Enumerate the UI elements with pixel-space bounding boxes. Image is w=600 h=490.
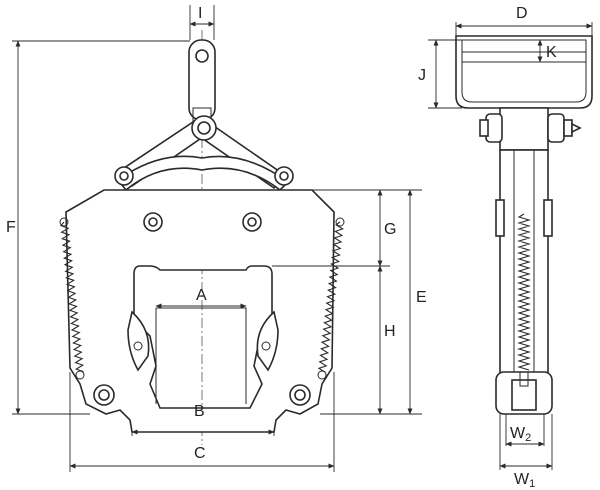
label-E: E: [416, 289, 427, 306]
springs: [59, 221, 344, 373]
bolt-tip: [571, 122, 582, 134]
side-tab-right: [543, 199, 553, 237]
nut-right: [547, 113, 565, 143]
spring-anchor-left-top: [59, 217, 69, 227]
side-spring-coil: [517, 213, 531, 371]
grip-pad-right: [256, 310, 279, 372]
label-W2: W2: [510, 425, 531, 444]
top-hanger: [455, 35, 593, 109]
front-dimensions: I F G H E A B C: [6, 5, 427, 472]
side-tab-left: [495, 199, 505, 237]
lug-right-inner: [294, 389, 306, 401]
spring-left: [59, 221, 85, 373]
grip-pin-right: [261, 341, 271, 351]
link-arms: [114, 115, 294, 192]
label-G: G: [384, 221, 396, 238]
top-hanger-inner: [461, 39, 587, 103]
spring-anchor-right-bottom: [317, 370, 327, 380]
label-W1: W1: [514, 471, 535, 490]
spring-right: [317, 221, 344, 373]
yoke-block: [499, 107, 549, 151]
left-pivot-bolt: [119, 171, 129, 181]
label-F: F: [6, 219, 16, 236]
label-A: A: [196, 287, 207, 304]
spring-anchor-left-bottom: [75, 370, 85, 380]
label-H: H: [384, 323, 396, 340]
bolt-end-right: [563, 119, 573, 137]
label-I: I: [198, 5, 202, 22]
bottom-lug-slot: [519, 371, 529, 387]
right-pivot-bolt: [279, 171, 289, 181]
side-dimensions: D J K W2 W1: [418, 5, 593, 490]
label-J: J: [418, 67, 426, 84]
shackle-hole: [195, 49, 209, 63]
label-D: D: [516, 5, 528, 22]
grip-pad-left: [127, 310, 150, 372]
inner-jaw-line-right: [156, 307, 247, 404]
lug-left-inner: [98, 389, 110, 401]
label-B: B: [194, 403, 205, 420]
bottom-lug-inner: [511, 379, 537, 411]
grip-pin-left: [133, 341, 143, 351]
bolt-end-left: [479, 119, 489, 137]
front-view: [59, 30, 345, 445]
label-K: K: [546, 44, 557, 61]
label-C: C: [194, 445, 206, 462]
lifting-eye: [188, 39, 216, 123]
body-hole-right-inner: [247, 217, 257, 227]
body-hole-left-inner: [148, 217, 158, 227]
spring-anchor-right-top: [335, 217, 345, 227]
side-spring: [517, 213, 531, 371]
center-pivot-bolt: [197, 121, 211, 135]
side-view: [455, 35, 593, 415]
